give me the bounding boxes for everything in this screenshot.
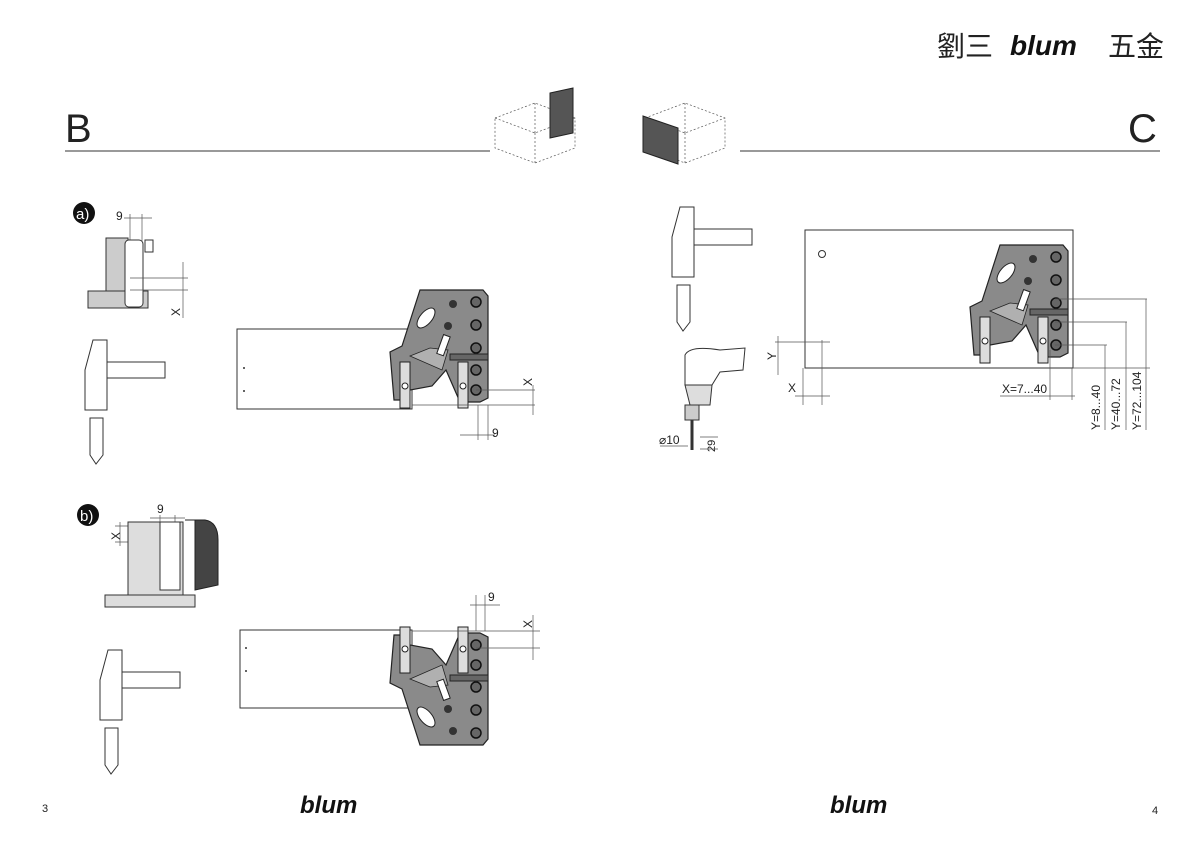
drilling-jig <box>389 626 489 746</box>
hammer-icon <box>84 339 166 465</box>
dim-x-main: X <box>521 378 535 386</box>
drill-diameter: ⌀10 <box>659 433 680 447</box>
dim-y: Y <box>765 352 779 360</box>
dim-9-main: 9 <box>492 426 499 440</box>
dim-9-detail: 9 <box>116 209 123 223</box>
brand-left-text: 劉三 <box>937 31 993 62</box>
x-range-label: X=7...40 <box>1002 382 1047 396</box>
figure-b-b: b) 9 X X 9 <box>77 502 540 775</box>
cabinet-side-panel-icon <box>642 102 726 165</box>
hammer-icon <box>671 206 753 332</box>
cabinet-back-panel-icon <box>494 87 576 164</box>
blum-logo-footer-right: blum <box>830 792 887 819</box>
dim-x-main: X <box>521 620 535 628</box>
page-number-right: 4 <box>1152 805 1158 817</box>
drill-icon <box>684 347 746 450</box>
y-range-label: Y=40...72 <box>1109 378 1123 430</box>
hammer-icon <box>99 649 181 775</box>
label-a: a) <box>76 206 89 223</box>
drilling-jig <box>389 289 489 409</box>
y-range-label: Y=72...104 <box>1130 371 1144 430</box>
drill-depth: 29 <box>706 440 718 452</box>
section-c-letter: C <box>1128 107 1157 151</box>
blum-logo: blum <box>1010 30 1077 61</box>
section-b-letter: B <box>65 107 92 151</box>
brand-header: 劉三 blum 五金 <box>937 30 1164 62</box>
dim-9-main: 9 <box>488 590 495 604</box>
figure-c: ⌀10 29 Y X X=7...40 Y=8...40 Y=40...72 Y… <box>659 206 1150 452</box>
figure-b-a: a) 9 X X 9 <box>73 202 535 465</box>
dim-9-detail: 9 <box>157 502 164 516</box>
brand-right-text: 五金 <box>1108 31 1164 62</box>
label-b: b) <box>80 508 93 525</box>
blum-logo-footer-left: blum <box>300 792 357 819</box>
dim-x-detail: X <box>109 532 123 540</box>
dim-x-detail: X <box>169 308 183 316</box>
y-range-label: Y=8...40 <box>1089 385 1103 430</box>
page-number-left: 3 <box>42 803 48 815</box>
dim-x: X <box>788 381 796 395</box>
